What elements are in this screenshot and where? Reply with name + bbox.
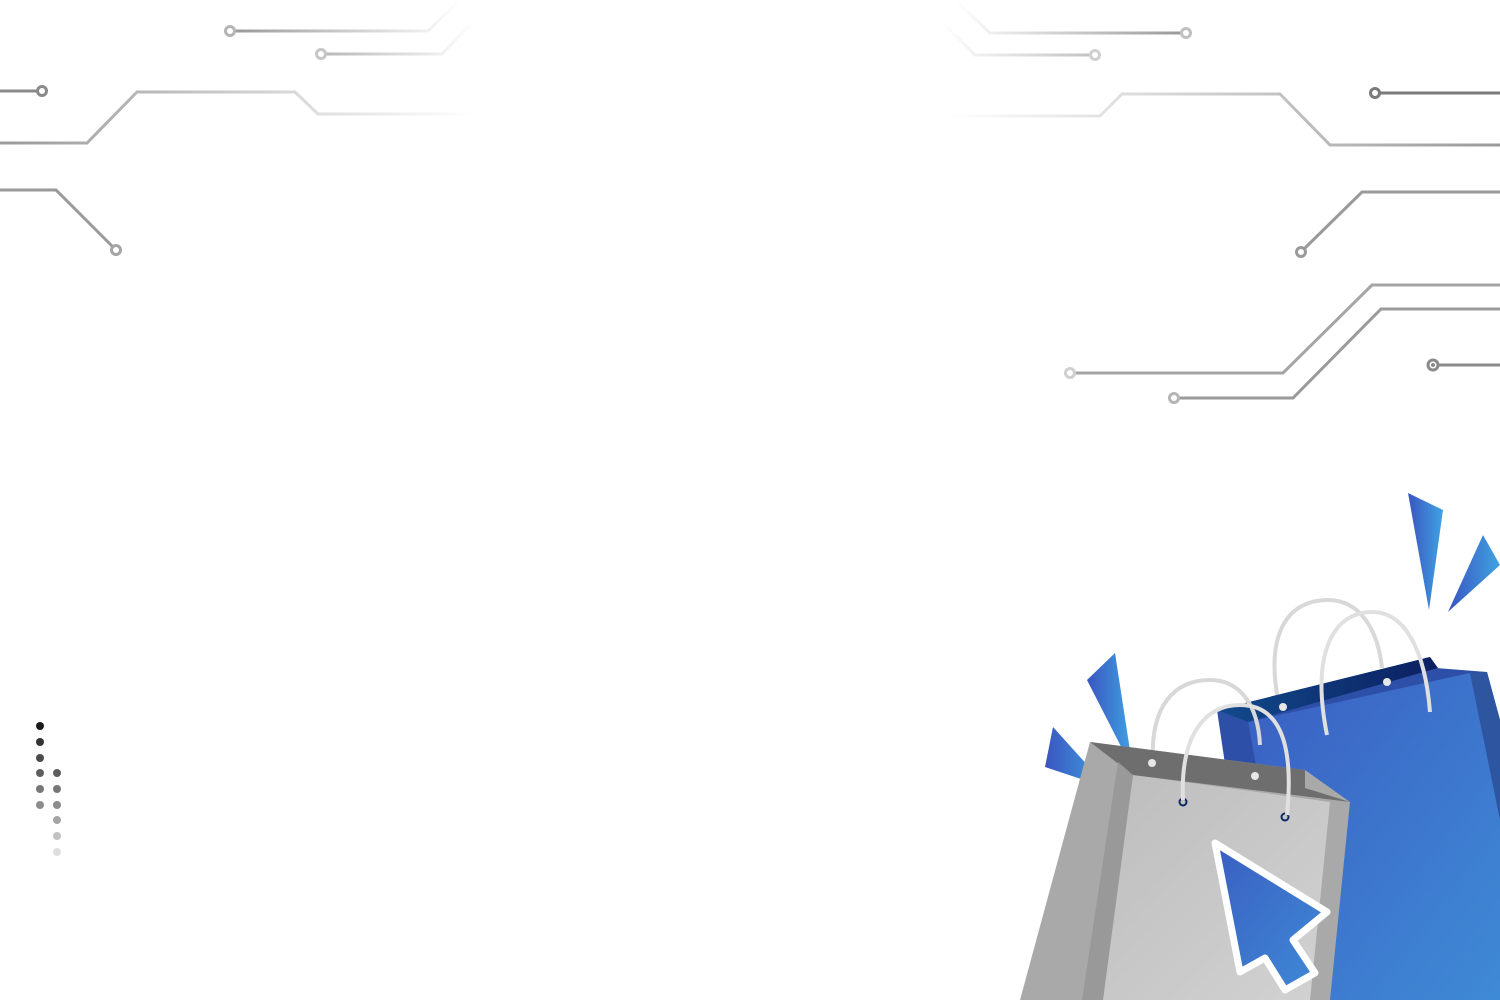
dot-pattern <box>36 722 61 856</box>
circuit-lines-right <box>938 0 1500 404</box>
shopping-bag-icon <box>1020 597 1500 1000</box>
pointer-cursor-icon <box>1211 839 1331 994</box>
circuit-lines-left <box>0 0 477 256</box>
